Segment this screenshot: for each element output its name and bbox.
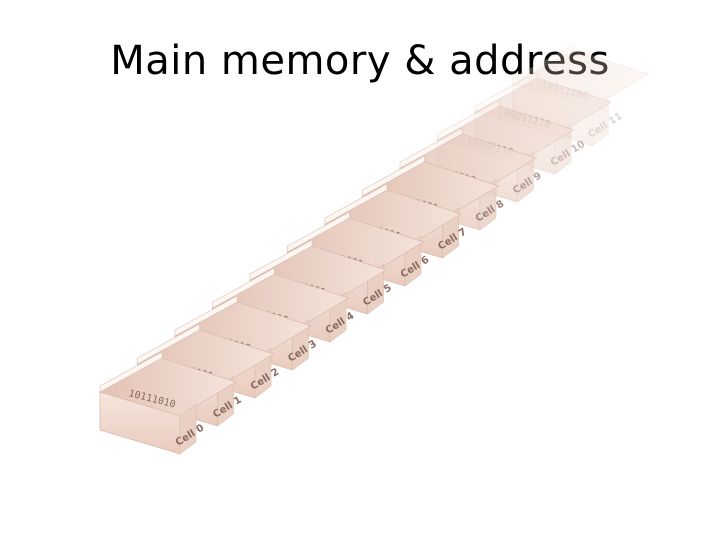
cell-divider <box>287 211 350 253</box>
cell-divider <box>324 183 388 225</box>
cell-divider <box>437 99 500 141</box>
cell-divider <box>99 351 163 393</box>
slide-title: Main memory & address <box>110 38 610 84</box>
cell-divider <box>474 71 538 113</box>
cell-divider <box>137 323 200 365</box>
cell-divider <box>174 295 238 337</box>
cell-divider <box>399 127 463 169</box>
cell-divider <box>212 267 275 309</box>
cell-divider <box>249 239 313 281</box>
cell-divider <box>362 155 425 197</box>
cells-layer: 10111100Cell 1100011110Cell 1010000110Ce… <box>98 43 650 455</box>
cell-divider <box>512 43 575 85</box>
cell-side-face <box>179 403 197 455</box>
